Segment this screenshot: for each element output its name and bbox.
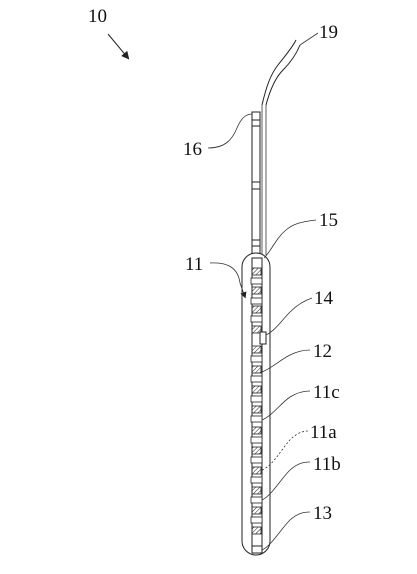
spacer-segment (250, 297, 263, 305)
label-16: 16 (183, 139, 202, 160)
leader-11a (261, 430, 309, 471)
sensor-blocks (251, 267, 262, 535)
sensor-block (251, 446, 262, 455)
spacer-segment (250, 496, 263, 504)
spacer-segments (250, 277, 263, 524)
label-12: 12 (313, 341, 332, 362)
spacer-segment (250, 395, 263, 403)
label-15: 15 (319, 210, 338, 231)
sensor-block (251, 267, 262, 276)
label-11: 11 (185, 254, 203, 275)
leader-13 (261, 511, 311, 551)
tip-13 (251, 545, 263, 554)
leader-11c (261, 390, 311, 421)
sensor-block (251, 506, 262, 515)
sensor-block (251, 426, 262, 435)
spacer-segment (250, 415, 263, 423)
leader-11 (209, 262, 247, 299)
sensor-block (251, 385, 262, 394)
rod-16 (251, 111, 261, 256)
spacer-segment (250, 375, 263, 383)
sensor-block (251, 466, 262, 475)
wire-19-line-b (265, 44, 301, 106)
leader-12 (261, 349, 311, 373)
figure-pointer-arrow (107, 33, 130, 60)
spacer-segment (250, 516, 263, 524)
sensor-block (251, 325, 262, 334)
spacer-segment (250, 315, 263, 323)
sensor-block (251, 486, 262, 495)
leader-11b (261, 461, 311, 501)
label-11c: 11c (313, 382, 340, 403)
spacer-segment (250, 476, 263, 484)
spacer-segment (250, 277, 263, 285)
sensor-block (251, 305, 262, 314)
leader-16 (207, 113, 253, 149)
figure-number-label: 10 (88, 6, 107, 27)
label-11b: 11b (313, 454, 341, 475)
label-11a: 11a (310, 422, 337, 443)
wire-19-line-a (261, 39, 297, 106)
sensor-block (251, 365, 262, 374)
spacer-segment (250, 355, 263, 363)
sensor-block (251, 345, 262, 354)
leader-14 (265, 297, 313, 336)
label-14: 14 (314, 288, 334, 309)
leader-15 (263, 219, 317, 259)
sensor-block (251, 526, 262, 535)
component-14 (259, 331, 267, 345)
leader-19 (299, 32, 319, 46)
label-13: 13 (313, 503, 332, 524)
label-19: 19 (319, 22, 338, 43)
sensor-block (251, 286, 262, 295)
sensor-block (251, 405, 262, 414)
spacer-segment (250, 456, 263, 464)
spacer-segment (250, 436, 263, 444)
